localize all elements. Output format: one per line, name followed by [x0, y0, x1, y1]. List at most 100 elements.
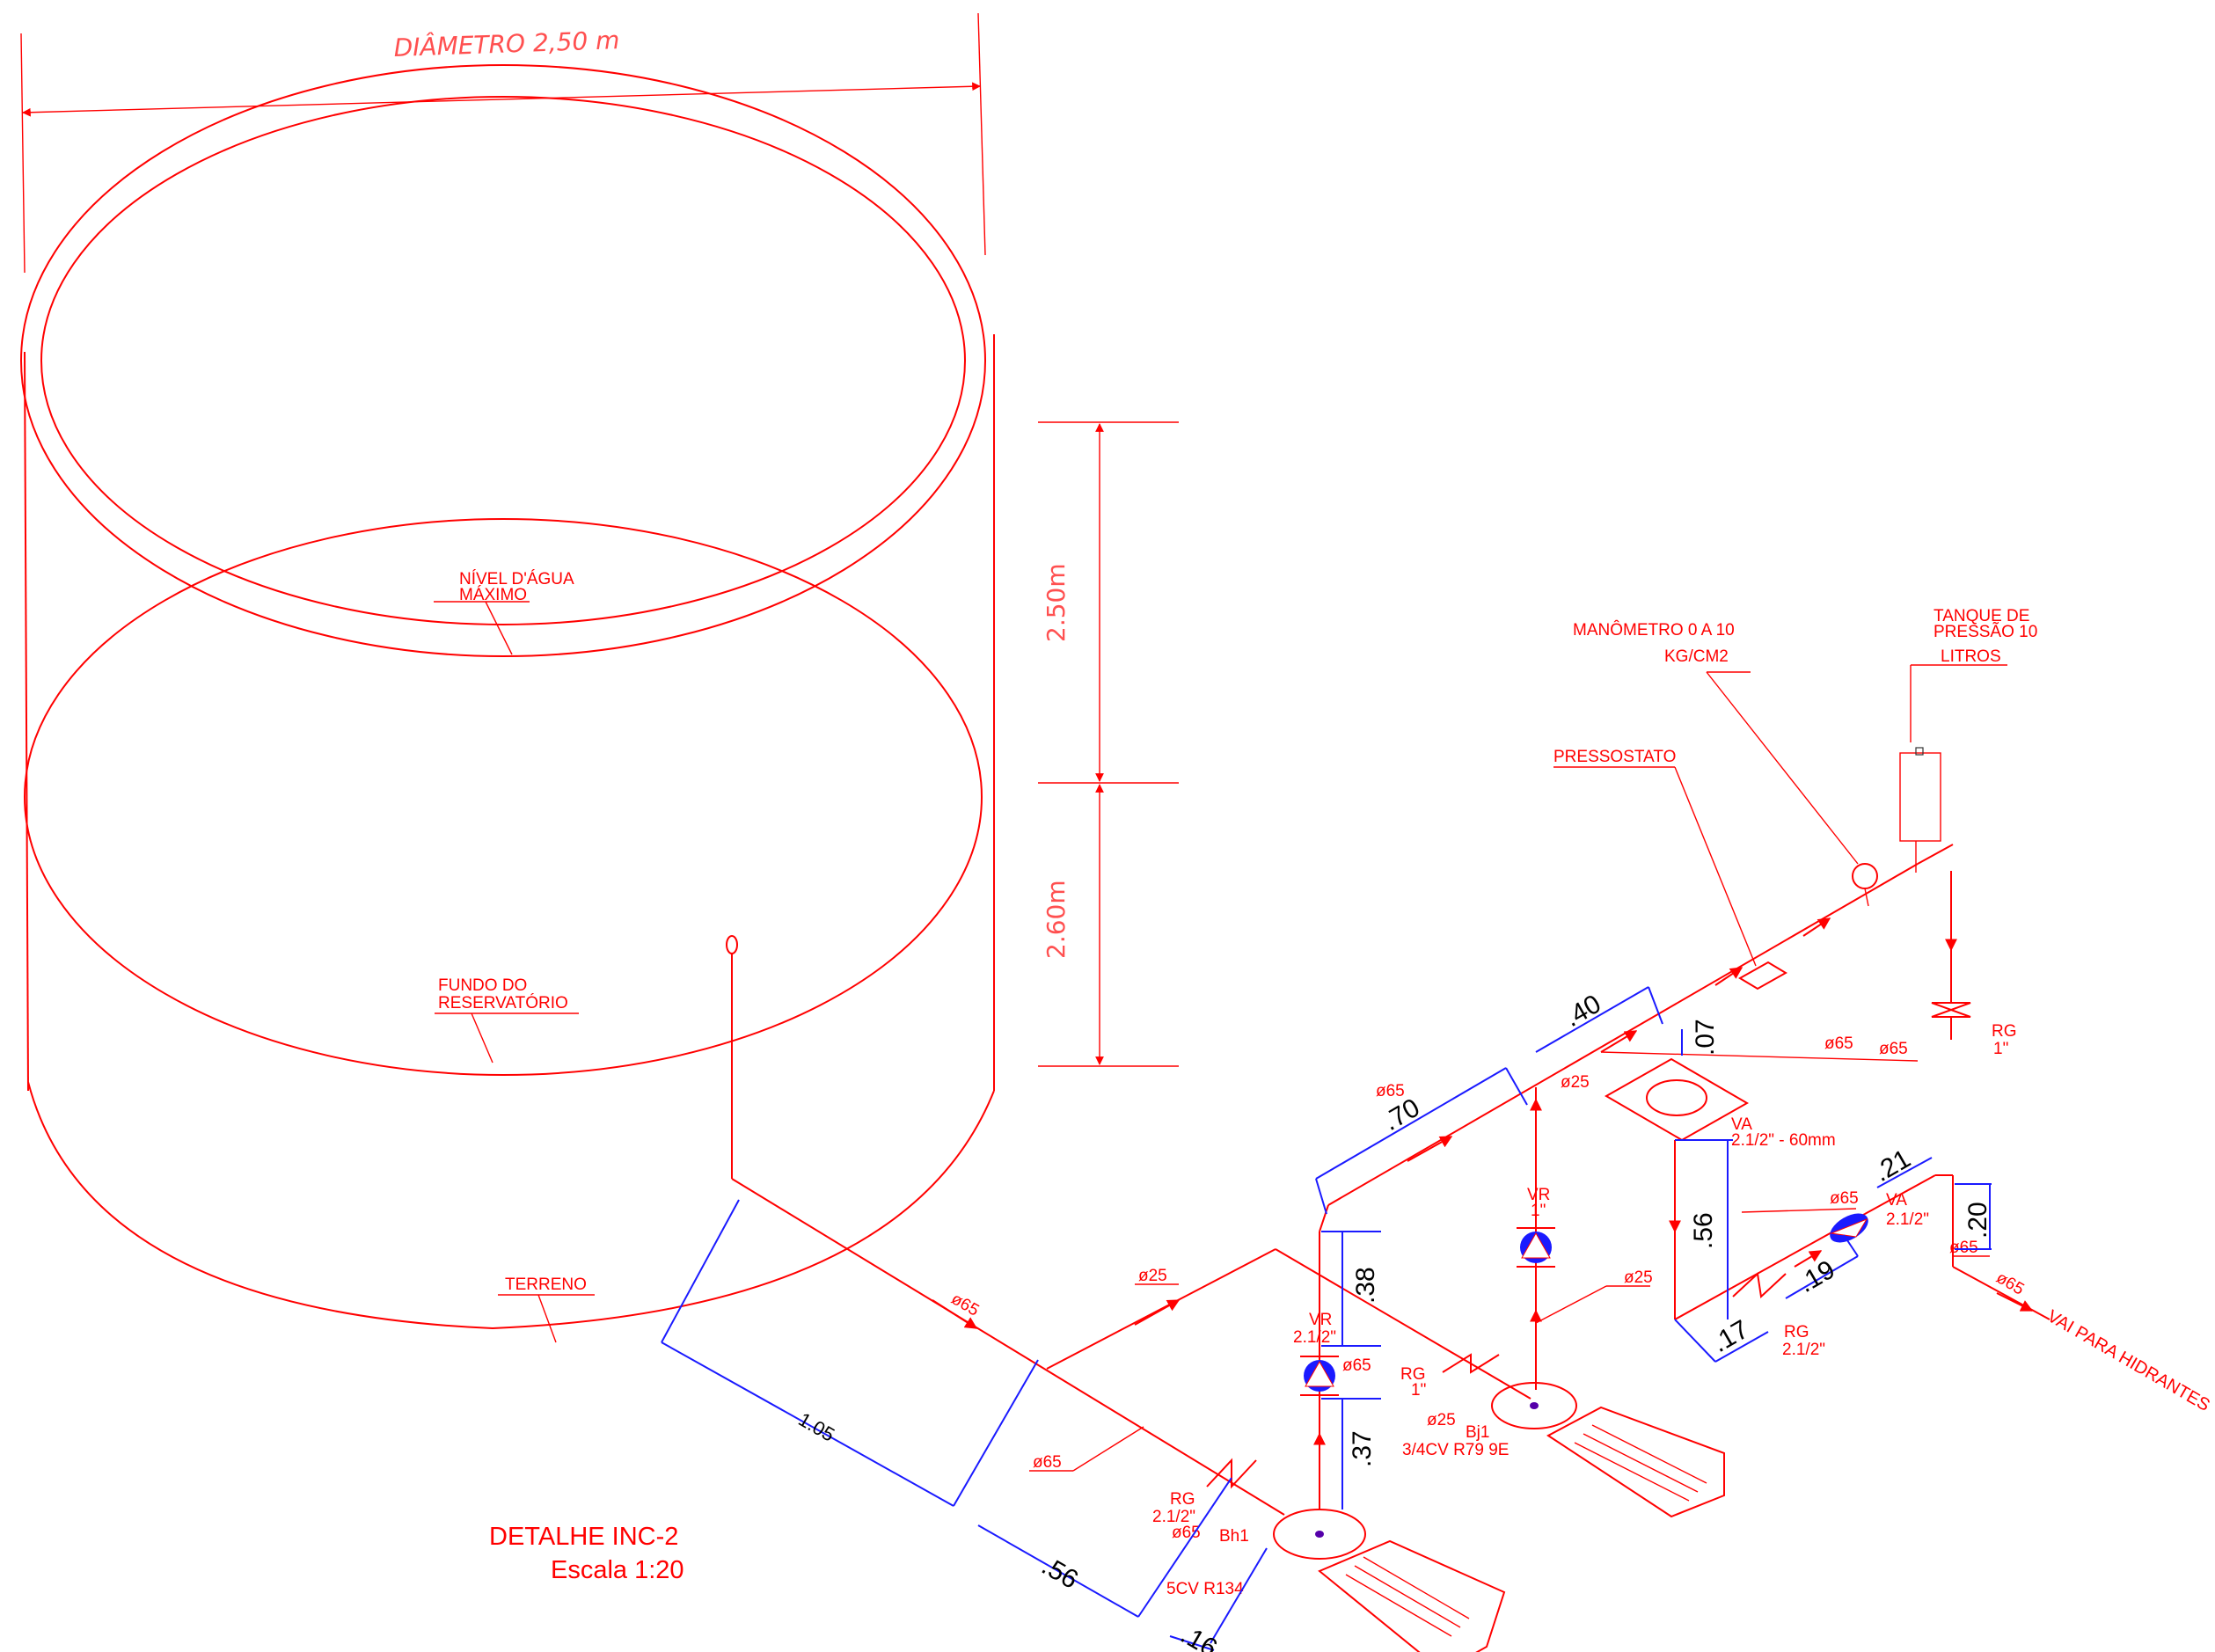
dim-16-ext	[1210, 1547, 1268, 1644]
pump-bh1-motor	[1318, 1539, 1506, 1652]
dim-16-line	[1169, 1635, 1215, 1651]
dim-40-line	[1535, 986, 1649, 1053]
manometer-label-2: KG/CM2	[1664, 647, 1729, 666]
dim-56-label: .56	[1037, 1551, 1084, 1594]
pressure-tank-label-1: TANQUE DE	[1934, 607, 2029, 625]
pipe-d65-label-3: ø65	[1172, 1524, 1201, 1542]
pump-bh1-fin-2	[1354, 1565, 1461, 1628]
tank-bottom-curve	[27, 1081, 995, 1330]
height-upper-label: 2.50m	[1042, 563, 1071, 642]
manometer-leader	[1706, 671, 1859, 865]
water-level-leader	[485, 601, 513, 655]
gate-valve-left	[1206, 1458, 1257, 1489]
pump-bj-label-2: 3/4CV R79 9E	[1402, 1441, 1509, 1459]
bottom-leader	[471, 1012, 493, 1064]
pressure-switch-body	[1738, 961, 1787, 990]
pump-bh1-fin-1	[1345, 1574, 1452, 1637]
header-end	[1917, 844, 1954, 865]
pipe-d65-label-9: ø65	[1949, 1239, 1978, 1257]
flow-arrow-right-1	[1794, 1250, 1823, 1268]
check-valve-right[interactable]	[1825, 1208, 1874, 1249]
tank-top-rim-inner	[40, 96, 966, 625]
rg-top-label-2: 1"	[1993, 1040, 2008, 1058]
hydrants-label: VAI PARA HIDRANTES	[2044, 1306, 2213, 1415]
reservoir-tank: DIÂMETRO 2,50 m 2.50m 2.60m NÍVEL D'ÁGUA…	[20, 12, 1179, 1343]
dim-56-line	[977, 1524, 1139, 1618]
alarm-valve-body	[1604, 1057, 1750, 1142]
right-branch-pipe-2	[1864, 1174, 1936, 1215]
dim-19-ext	[1843, 1234, 1859, 1257]
pipe-d65-label-8: ø65	[1830, 1189, 1859, 1208]
diam-ext-left	[20, 33, 26, 274]
dim-38-label: .38	[1351, 1267, 1380, 1304]
dim-40-ext	[1648, 986, 1663, 1025]
dim-70-ext-right	[1505, 1067, 1528, 1106]
pump-bh-label-2: 5CV R134	[1166, 1580, 1244, 1598]
ground-leader	[537, 1294, 557, 1343]
bottom-label-2: RESERVATÓRIO	[438, 993, 568, 1012]
dim-21-line	[1876, 1157, 1933, 1188]
dim-20-label: .20	[1963, 1202, 1992, 1239]
dim-21-label: .21	[1869, 1144, 1916, 1188]
check-valve-small[interactable]: VR 1"	[1517, 1186, 1555, 1268]
water-level-label-1: NÍVEL D'ÁGUA	[459, 570, 574, 588]
pipe-d65-label-5: ø65	[1376, 1082, 1405, 1100]
main-suction-pipe	[731, 1178, 1285, 1516]
pump-bh1-eye	[1315, 1531, 1324, 1538]
pump-bj1[interactable]: Bj1 3/4CV R79 9E	[1402, 1382, 1725, 1518]
d25-leader-3	[1535, 1285, 1607, 1324]
ground-label: TERRENO	[505, 1276, 587, 1294]
pressure-tank-label-3: LITROS	[1941, 647, 2001, 666]
flow-arrow-header-3	[1714, 967, 1743, 986]
bottom-label-1: FUNDO DO	[438, 976, 527, 995]
manometer-label-1: MANÔMETRO 0 A 10	[1573, 620, 1735, 640]
pump-bh1[interactable]: Bh1 5CV R134	[1166, 1509, 1506, 1652]
dim-17-label: .17	[1707, 1315, 1754, 1358]
pipe-d25-label-3: ø25	[1624, 1268, 1653, 1287]
pressure-tank[interactable]: TANQUE DE PRESSÃO 10 LITROS	[1899, 607, 2037, 873]
vr-small-label-1: VR	[1527, 1186, 1550, 1204]
flow-arrow-header-4	[1802, 917, 1831, 937]
manometer-dial	[1852, 863, 1878, 889]
va-small-label: VA	[1886, 1191, 1907, 1210]
dim-105-ext-left	[661, 1199, 740, 1343]
check-valve-large[interactable]: VR 2.1/2" ø65	[1293, 1311, 1371, 1396]
d65-leader-2-diag	[1072, 1426, 1144, 1472]
manometer[interactable]: MANÔMETRO 0 A 10 KG/CM2	[1573, 620, 1878, 907]
dim-17-ext	[1674, 1319, 1716, 1363]
va-label-2: 2.1/2" - 60mm	[1731, 1131, 1836, 1150]
vr-large-label-2: 2.1/2"	[1293, 1328, 1336, 1347]
dim-37-label: .37	[1348, 1430, 1377, 1467]
title-block: DETALHE INC-2 Escala 1:20	[489, 1523, 684, 1584]
rg-right-label-2: 2.1/2"	[1782, 1341, 1825, 1359]
suction-inlet	[726, 935, 738, 954]
dim-105-label: 1.05	[795, 1408, 839, 1446]
gate-valve-mid	[1442, 1353, 1500, 1374]
pipe-d25-label-1: ø25	[1138, 1267, 1167, 1285]
flow-arrow-hydrant	[1996, 1292, 2034, 1312]
branch-pipe-d25-down	[1275, 1248, 1531, 1400]
vr-large-label-1: VR	[1309, 1311, 1332, 1329]
rg-mid-label-1: RG	[1400, 1365, 1426, 1384]
pressostato-label: PRESSOSTATO	[1553, 748, 1676, 766]
dim-19-line	[1785, 1255, 1859, 1299]
dim-19-label: .19	[1794, 1255, 1840, 1298]
pipe-d25-label-4: ø25	[1427, 1411, 1456, 1429]
flow-arrow-header-1	[1407, 1136, 1453, 1162]
pressure-switch[interactable]: PRESSOSTATO	[1553, 748, 1787, 990]
alarm-valve[interactable]: VA 2.1/2" - 60mm	[1604, 1057, 1836, 1150]
check-valve-large-arrow	[1305, 1360, 1334, 1387]
pump-bj-label-1: Bj1	[1466, 1423, 1489, 1442]
rg-right-label-1: RG	[1784, 1323, 1809, 1341]
gate-valve-right	[1732, 1271, 1787, 1299]
va-small-size: 2.1/2"	[1886, 1210, 1929, 1229]
pump-bj1-volute	[1491, 1382, 1577, 1429]
rg-top-label-1: RG	[1992, 1022, 2017, 1041]
dim-105-ext-right	[953, 1359, 1039, 1507]
pump-bj1-fin-1	[1574, 1442, 1690, 1502]
pipe-d65-label-2: ø65	[1033, 1453, 1062, 1472]
alarm-valve-port	[1646, 1079, 1707, 1116]
detail-scale: Escala 1:20	[551, 1556, 684, 1584]
dim-105-line	[661, 1341, 954, 1507]
